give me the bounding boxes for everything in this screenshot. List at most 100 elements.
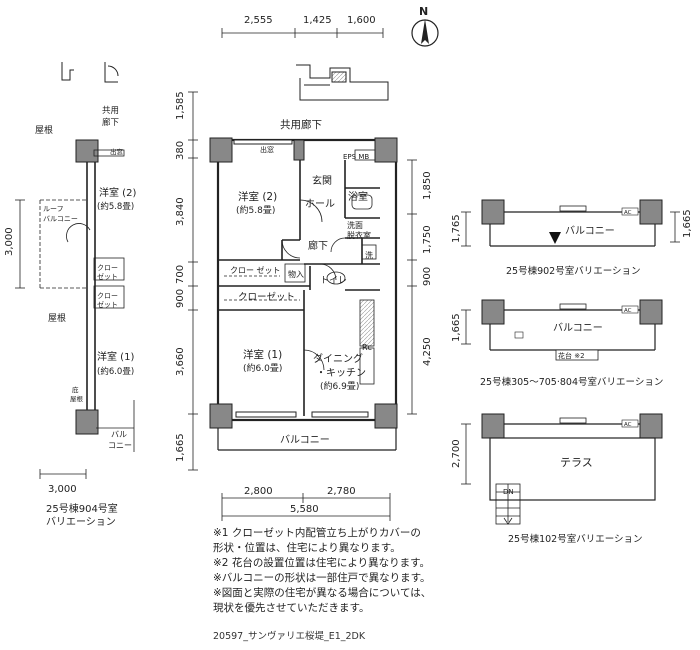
closet-label: クローゼット (238, 291, 295, 303)
right-dim-1: 1,850 (422, 171, 433, 200)
note-line: ※バルコニーの形状は一部住戸で異なります。 (213, 572, 431, 584)
hall-label: ホール (305, 198, 335, 210)
v904-eaves-2: 屋根 (70, 394, 84, 403)
v902-ac-tag: AC (624, 210, 632, 216)
variant-102-plan: 2,700 テラス DN AC 25号棟102号室バリエーション (451, 413, 663, 545)
variant-902-plan: 1,765 1,665 バルコニー AC 25号棟902号室バリエーション (451, 199, 693, 277)
variant-305-plan: 1,665 バルコニー 花台 ※2 AC 25号棟305〜705·804号室バリ… (451, 299, 663, 388)
right-dim-3: 900 (422, 267, 433, 286)
v305-flowerbed: 花台 ※2 (558, 351, 585, 360)
washroom-label: 洗面 (347, 220, 363, 230)
wash-label: 洗 (365, 250, 373, 260)
v904-dim-vert: 3,000 (4, 227, 15, 256)
left-dim-2: 380 (175, 141, 186, 160)
note-line: ※2 花台の設置位置は住宅により異なります。 (213, 557, 431, 569)
v904-balcony-1: バル (111, 430, 127, 439)
storage-label: 物入 (288, 269, 304, 279)
v902-dim-right: 1,665 (682, 209, 693, 238)
v904-room2-size: (約5.8畳) (97, 201, 134, 212)
closet-small-label: クロー ゼット (230, 265, 281, 275)
v904-room1: 洋室 (1) (97, 350, 134, 363)
dining-label: ダイニング (313, 352, 363, 365)
right-dim-4: 4,250 (422, 337, 433, 366)
v305-dim-left: 1,665 (451, 313, 462, 342)
dk-size: (約6.9畳) (320, 380, 359, 392)
stairs-icon (495, 483, 521, 525)
v904-roof-mid: 屋根 (48, 312, 66, 324)
v902-balcony: バルコニー (565, 225, 615, 237)
main-floor-plan: 共用廊下 出窓 (209, 118, 398, 451)
v902-caption: 25号棟902号室バリエーション (506, 265, 641, 277)
v102-dim-left: 2,700 (451, 439, 462, 468)
v102-dn: DN (503, 488, 514, 496)
room1-label: 洋室 (1) (243, 348, 282, 361)
note-line: ※1 クローゼット内配管立ち上がりカバーの (213, 527, 421, 539)
v102-terrace: テラス (560, 456, 593, 469)
top-dim-1: 2,555 (244, 15, 273, 26)
right-dimension-line (407, 159, 417, 415)
v904-closet2-a: クロー (97, 292, 118, 300)
rc-label: Rc (362, 343, 372, 352)
left-dim-3: 3,840 (175, 197, 186, 226)
v904-closet1-b: ゼット (97, 272, 118, 281)
left-dim-7: 1,665 (175, 433, 186, 462)
v904-roof-top: 屋根 (35, 124, 53, 136)
left-dim-1: 1,585 (175, 91, 186, 120)
north-compass-icon: N (411, 5, 439, 47)
bath-label: 浴室 (348, 190, 368, 203)
v904-balcony-2: コニー (108, 441, 132, 450)
note-line: 現状を優先させていただきます。 (213, 602, 370, 614)
dressing-label: 脱衣室 (347, 230, 371, 240)
v904-eaves-1: 庇 (72, 385, 79, 394)
v102-caption: 25号棟102号室バリエーション (508, 533, 643, 545)
corridor-label: 共用廊下 (280, 118, 322, 131)
v305-balcony: バルコニー (553, 322, 603, 334)
right-dim-2: 1,750 (422, 225, 433, 254)
v904-dim-horiz: 3,000 (48, 484, 77, 495)
v102-ac-tag: AC (624, 422, 632, 428)
room2-size: (約5.8畳) (236, 204, 275, 216)
v904-closet2-b: ゼット (97, 300, 118, 309)
upper-outline (296, 64, 389, 101)
v904-room1-size: (約6.0畳) (97, 366, 134, 377)
notes-block: ※1 クローゼット内配管立ち上がりカバーの 形状・位置は、住宅により異なります。… (213, 526, 683, 616)
kitchen-label: ・キッチン (316, 367, 366, 379)
left-dimension-line (188, 91, 198, 471)
toilet-label: トイレ (320, 276, 347, 286)
top-window-label: 出窓 (260, 145, 274, 154)
v904-corridor-2: 廊下 (102, 117, 120, 128)
entrance-label: 玄関 (312, 174, 332, 187)
v904-roof-balcony-1: ルーフ (43, 205, 64, 213)
balcony-label: バルコニー (280, 434, 330, 446)
v305-ac-tag: AC (624, 308, 632, 314)
v902-dim-left: 1,765 (451, 214, 462, 243)
left-dim-6: 3,660 (175, 347, 186, 376)
bottom-dim-left: 2,800 (244, 486, 273, 497)
top-dim-2: 1,425 (303, 15, 332, 26)
note-line: ※図面と実際の住宅が異なる場合については、 (213, 587, 432, 599)
left-dim-5: 900 (175, 289, 186, 308)
v904-window: 出窓 (110, 147, 124, 156)
eps-label: EPS MB (343, 153, 369, 161)
bottom-dim-right: 2,780 (327, 486, 356, 497)
top-dim-3: 1,600 (347, 15, 376, 26)
v904-caption-1: 25号棟904号室 (46, 502, 118, 515)
left-dim-4: 700 (175, 265, 186, 284)
v904-caption-2: バリエーション (46, 516, 116, 528)
v904-corridor: 共用 (102, 106, 119, 116)
room2-label: 洋室 (2) (238, 190, 277, 203)
footer-id: 20597_サンヴァリエ桜堤_E1_2DK (213, 631, 366, 642)
variant-904-plan: 3,000 3,000 屋根 共用 廊下 出窓 洋室 (2) (約5.8畳) ル… (4, 62, 136, 528)
v904-roof-balcony-2: バルコニー (43, 215, 78, 223)
note-line: 形状・位置は、住宅により異なります。 (213, 542, 401, 554)
triangle-marker-icon (549, 232, 561, 244)
room1-size: (約6.0畳) (243, 362, 282, 374)
v904-room2: 洋室 (2) (99, 186, 136, 199)
top-dimension-line (221, 28, 384, 38)
v305-caption: 25号棟305〜705·804号室バリエーション (480, 376, 663, 388)
bottom-dim-total: 5,580 (290, 504, 319, 515)
bottom-dimension-line (221, 493, 391, 521)
v904-closet1-a: クロー (97, 264, 118, 272)
hallway-label: 廊下 (308, 239, 328, 252)
